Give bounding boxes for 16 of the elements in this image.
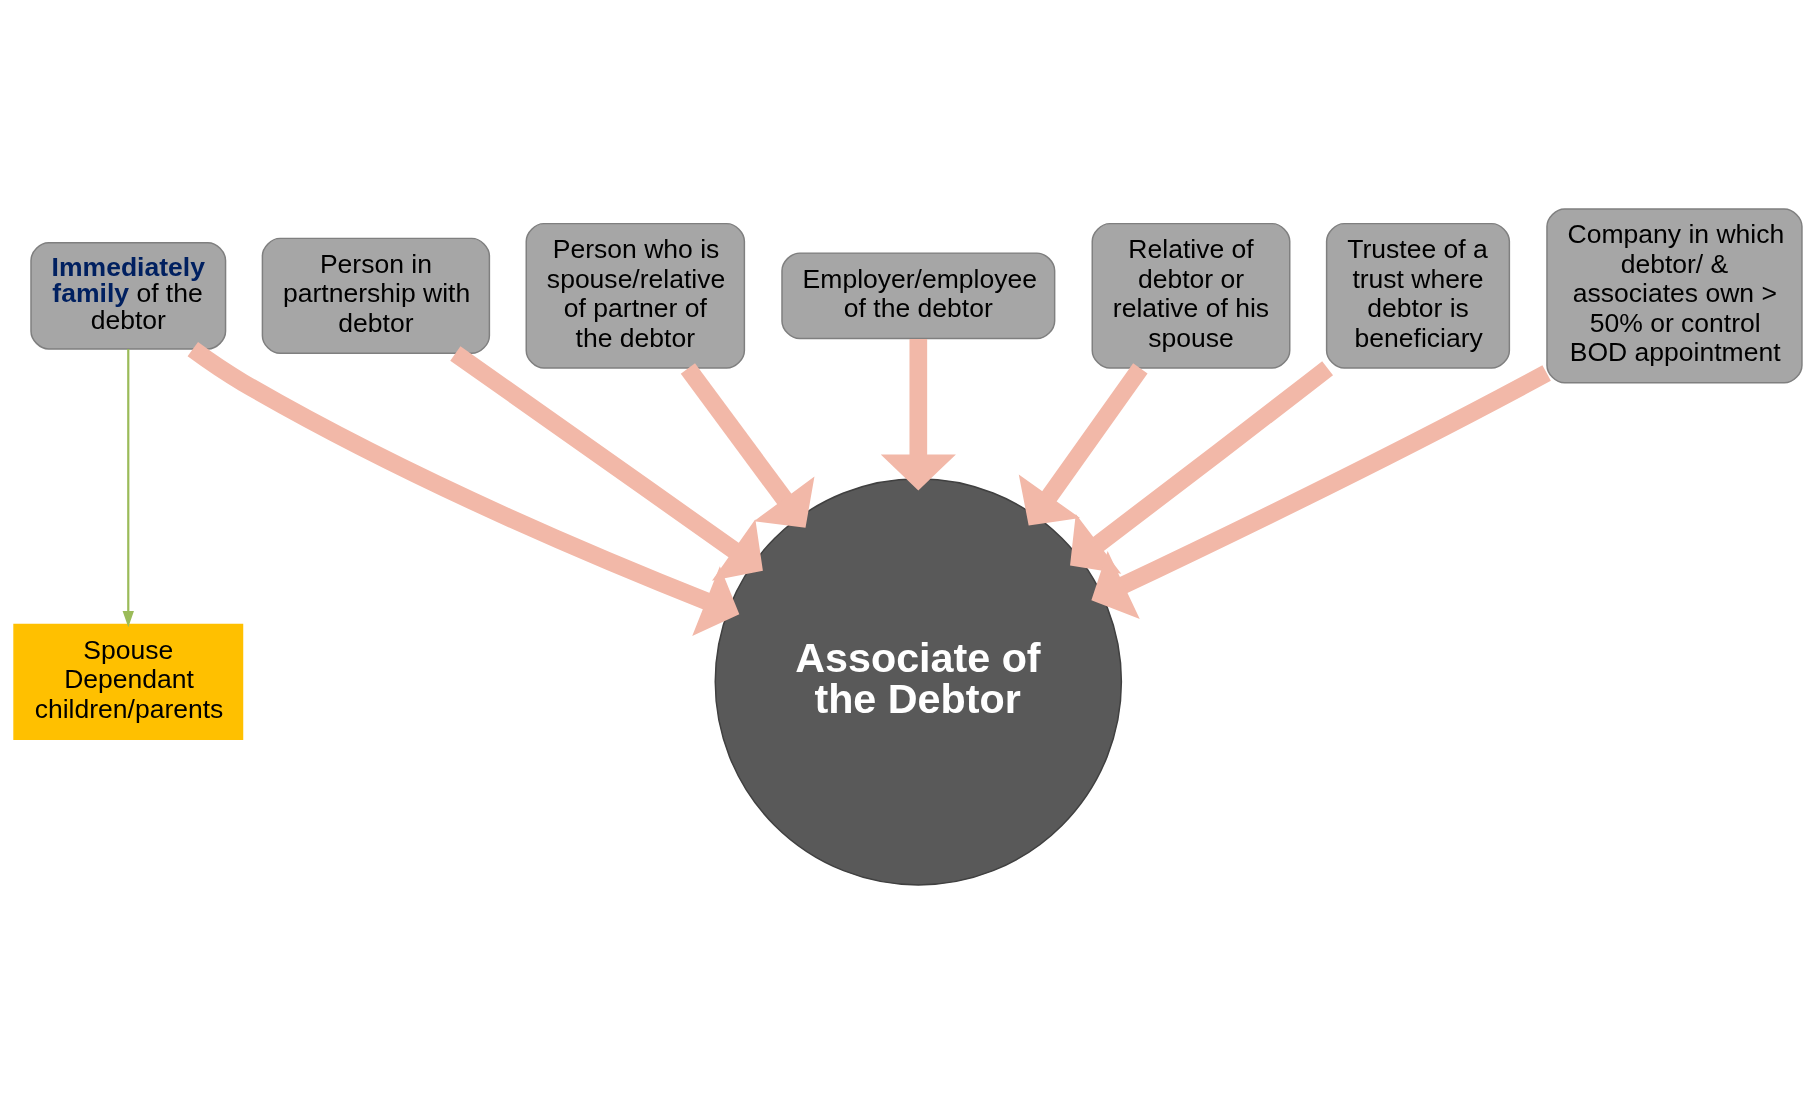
arrow <box>880 338 956 490</box>
arrow <box>1070 360 1333 574</box>
arrow <box>450 345 763 581</box>
node-box: Company in which debtor/ & associates own > 50% or control BOD appointment <box>1546 207 1803 384</box>
arrow <box>187 341 740 636</box>
node-box: Person who is spouse/relative of partner of the debtor <box>525 222 746 369</box>
node-box: Relative of debtor or relative of his spouse <box>1091 222 1291 369</box>
arrow <box>680 362 815 528</box>
node-box: Person in partnership with debtor <box>261 237 491 354</box>
node-box: Immediately family of the debtor <box>30 241 227 350</box>
node-box: Trustee of a trust where debtor is beneficiary <box>1325 222 1511 369</box>
node-box: Spouse Dependant children/parents <box>13 623 244 740</box>
arrow <box>122 348 134 627</box>
arrow <box>1091 364 1551 619</box>
arrow <box>1018 362 1148 525</box>
node-box: Employer/employee of the debtor <box>781 251 1056 339</box>
